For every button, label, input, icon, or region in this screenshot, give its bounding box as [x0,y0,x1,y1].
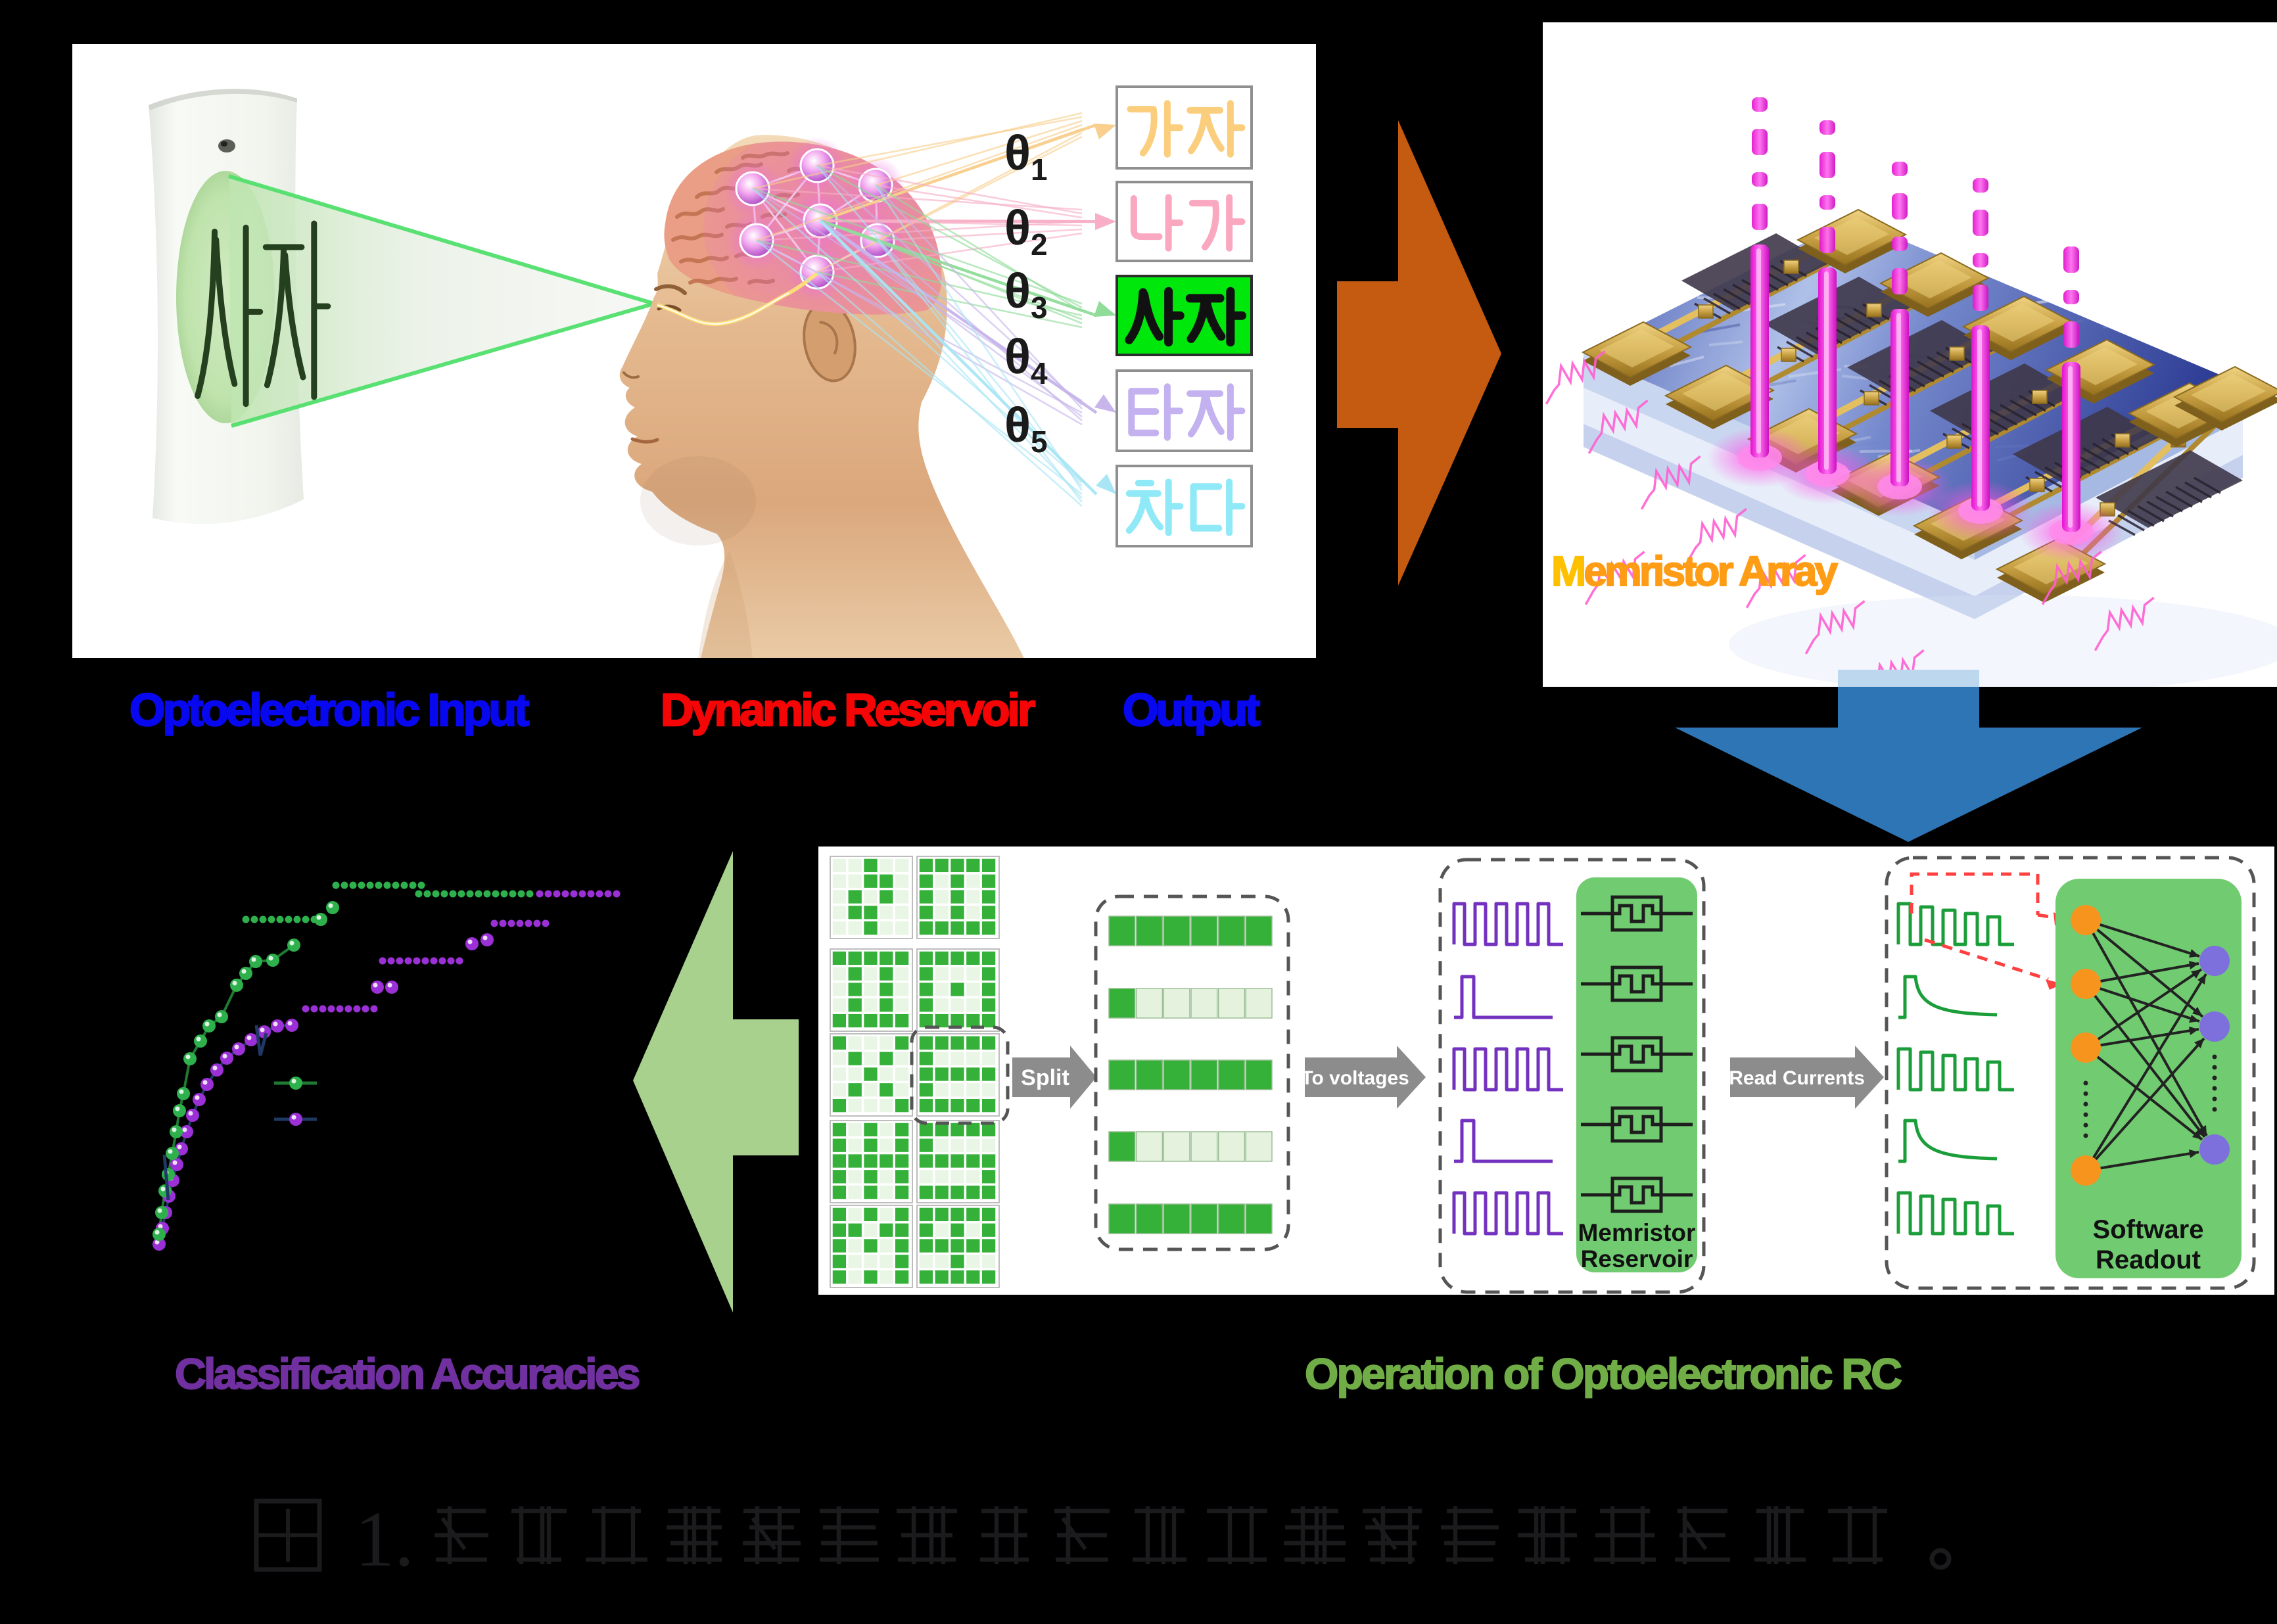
svg-text:θ3: θ3 [1004,264,1048,325]
svg-text:Reservoir: Reservoir [1581,1245,1693,1272]
svg-text:θ1: θ1 [1004,126,1048,187]
svg-text:θ2: θ2 [1004,200,1048,262]
svg-text:Split: Split [1021,1065,1069,1090]
svg-text:Software: Software [2093,1215,2204,1244]
svg-text:Readout: Readout [2096,1245,2201,1274]
svg-text:θ4: θ4 [1004,329,1048,390]
svg-text:Read Currents: Read Currents [1729,1067,1865,1089]
svg-text:To voltages: To voltages [1301,1067,1409,1089]
svg-text:Memristor: Memristor [1578,1219,1696,1246]
svg-text:θ5: θ5 [1004,398,1048,459]
svg-text:1.: 1. [355,1495,414,1583]
